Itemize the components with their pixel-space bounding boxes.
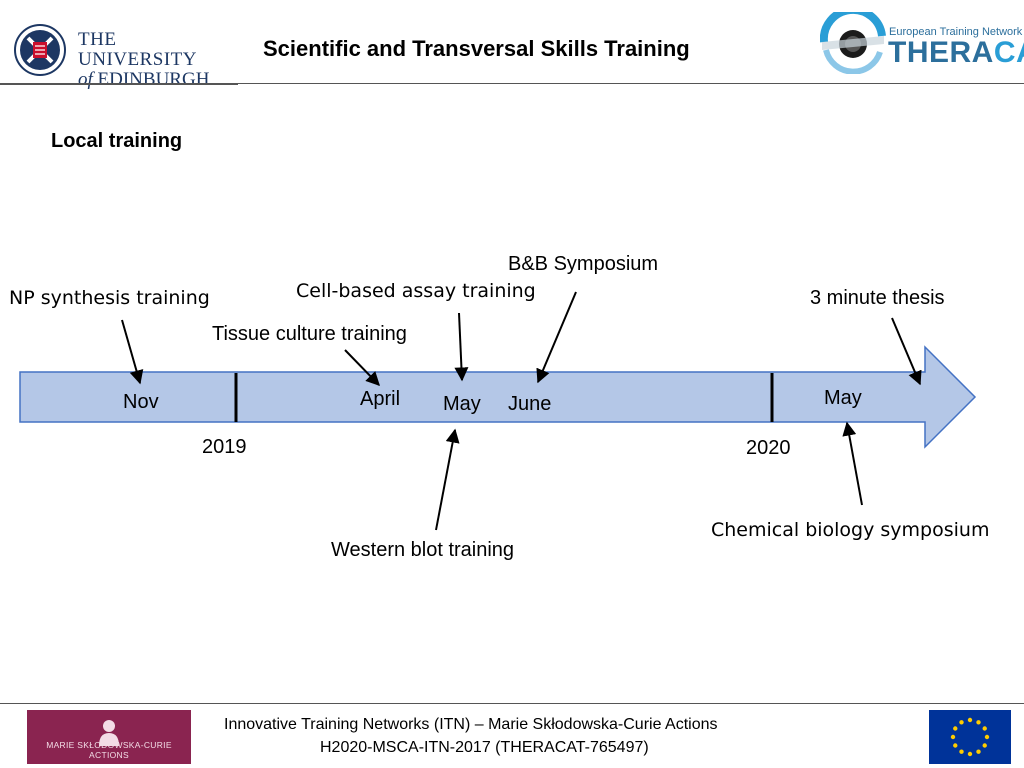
- event-chem-bio-symposium: Chemical biology symposium: [711, 519, 990, 541]
- eu-flag-star: [953, 726, 958, 731]
- eu-flag-star: [982, 726, 987, 731]
- footer-divider: [0, 703, 1024, 704]
- month-label-nov: Nov: [123, 391, 159, 413]
- university-crest-icon: [14, 24, 66, 76]
- event-np-synthesis: NP synthesis training: [9, 287, 210, 309]
- event-three-minute-thesis: 3 minute thesis: [810, 287, 945, 309]
- university-name-line1: THE UNIVERSITY: [78, 29, 197, 70]
- timeline-arrow: [19, 345, 977, 449]
- theracat-name-part-a: THERA: [888, 36, 994, 69]
- year-label-2019: 2019: [202, 436, 247, 458]
- month-label-april: April: [360, 388, 401, 410]
- header-divider: [0, 83, 1024, 84]
- eu-flag-star: [984, 734, 990, 740]
- pointer-western-blot: [435, 428, 460, 531]
- pointer-chem-bio-symposium: [842, 421, 863, 506]
- msca-label: MARIE SKŁODOWSKA-CURIE ACTIONS: [46, 740, 172, 760]
- month-label-may-2021: May: [824, 387, 862, 409]
- footer-grant-line: H2020-MSCA-ITN-2017 (THERACAT-765497): [320, 739, 649, 756]
- pointer-cell-assay: [454, 312, 469, 382]
- eu-flag-star: [959, 749, 964, 754]
- section-title: Local training: [51, 130, 183, 152]
- eu-flag-star: [982, 743, 987, 748]
- eu-flag-star: [953, 743, 958, 748]
- header-divider-accent: [0, 83, 238, 85]
- theracat-name: THERACAT: [888, 36, 1024, 70]
- eu-flag-star: [967, 717, 973, 723]
- event-cell-assay: Cell-based assay training: [296, 280, 536, 302]
- event-bb-symposium: B&B Symposium: [508, 253, 659, 275]
- event-tissue-culture: Tissue culture training: [212, 323, 407, 345]
- eu-flag-icon: [929, 710, 1011, 764]
- pointer-bb-symposium: [536, 291, 577, 384]
- year-label-2020: 2020: [746, 437, 791, 459]
- month-label-june: June: [508, 393, 552, 415]
- event-western-blot: Western blot training: [331, 539, 515, 561]
- theracat-tagline: European Training Network: [889, 26, 1023, 38]
- eu-flag-star: [950, 734, 956, 740]
- month-label-may-2020: May: [443, 393, 481, 415]
- theracat-logo: European Training Network THERACAT: [820, 10, 1024, 76]
- pointer-tissue-culture: [344, 349, 380, 387]
- pointer-np-synthesis: [121, 319, 144, 385]
- theracat-name-part-b: CAT: [993, 36, 1024, 69]
- eu-flag-star: [976, 749, 981, 754]
- eu-flag-star: [959, 720, 964, 725]
- theracat-emblem-icon: [820, 12, 886, 74]
- eu-flag-star: [976, 720, 981, 725]
- slide-title: Scientific and Transversal Skills Traini…: [263, 36, 690, 61]
- msca-figure-icon: [99, 720, 119, 746]
- footer-itn-line: Innovative Training Networks (ITN) – Mar…: [224, 716, 718, 733]
- eu-flag-star: [967, 751, 973, 757]
- msca-logo: MARIE SKŁODOWSKA-CURIE ACTIONS: [27, 710, 191, 764]
- pointer-three-minute-thesis: [891, 317, 922, 386]
